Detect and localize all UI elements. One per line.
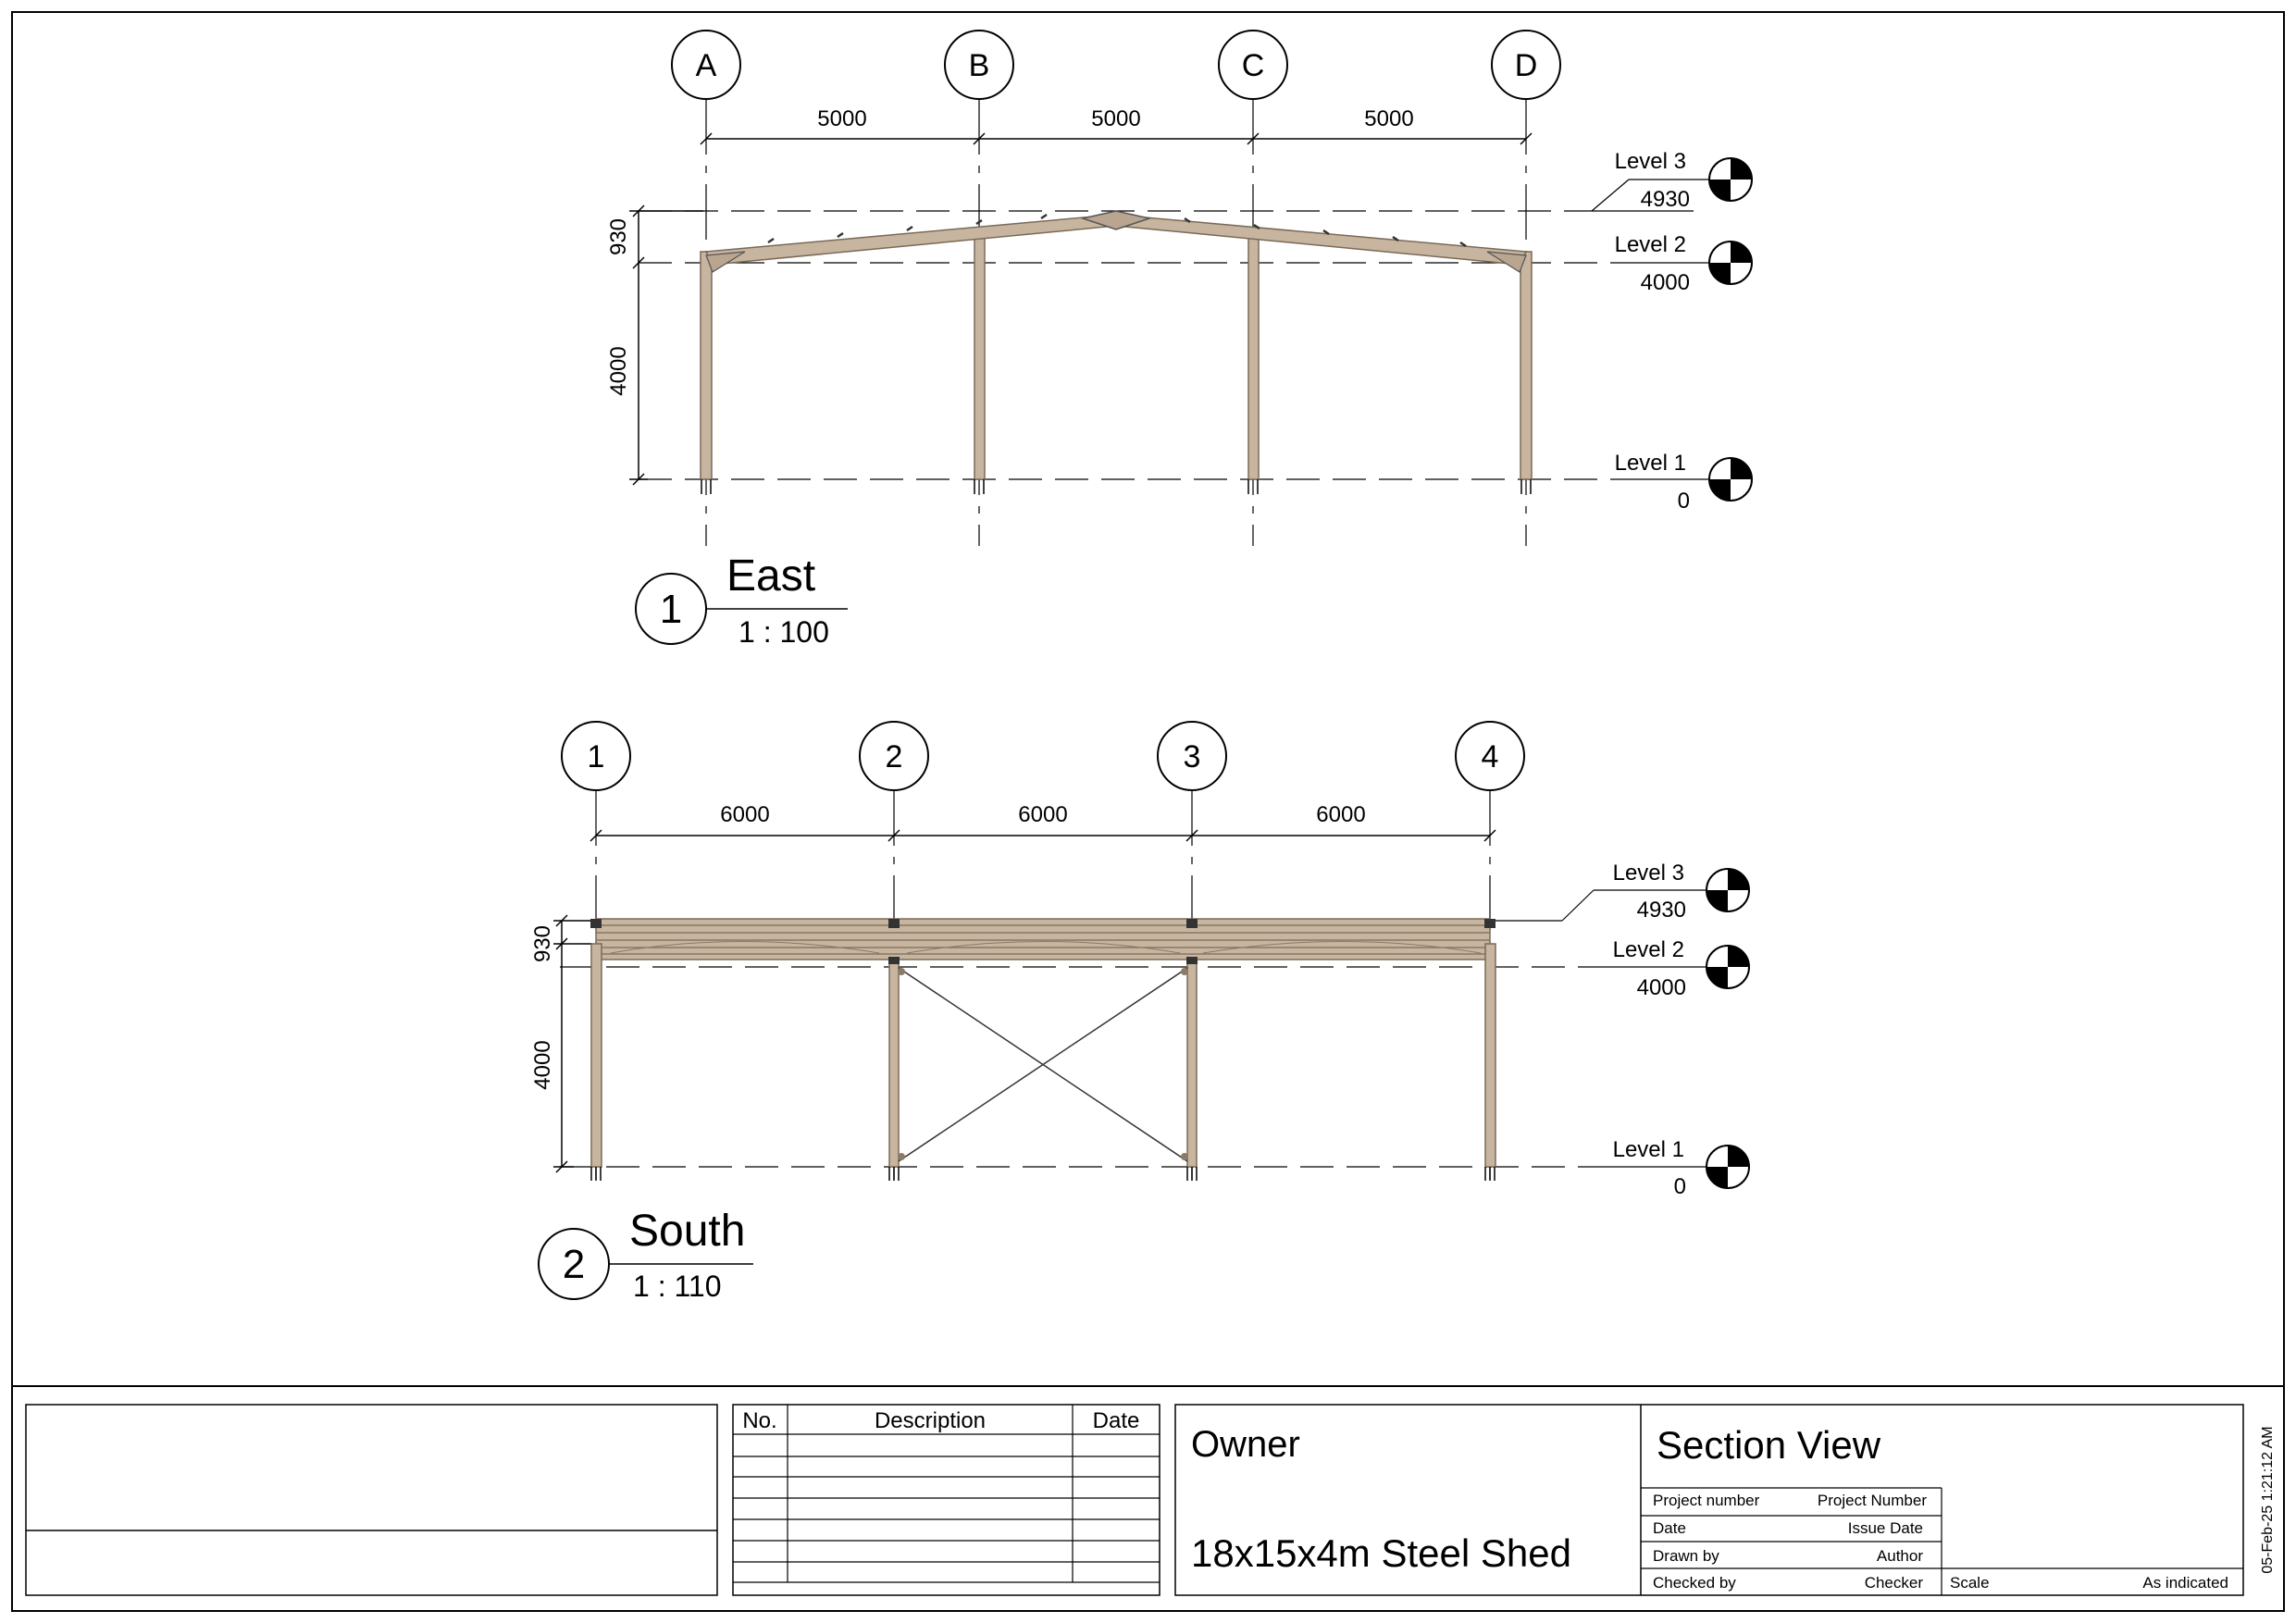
east-view-number: 1: [660, 587, 682, 632]
south-view-number: 2: [563, 1242, 585, 1287]
south-level-3-head: Level 3 4930: [1561, 861, 1750, 923]
title-block: No. Description Date Owner 18x15x4m Stee…: [25, 1404, 2276, 1596]
revision-header-no: No.: [742, 1408, 776, 1433]
south-level-3-name: Level 3: [1613, 861, 1684, 886]
south-level-lines: [560, 920, 1610, 1168]
east-level-2-elev: 4000: [1641, 270, 1690, 295]
south-span-1: 6000: [720, 802, 769, 827]
south-dim-930: 930: [530, 925, 555, 962]
east-view-title: 1 East 1 : 100: [635, 551, 848, 649]
south-level-2-name: Level 2: [1613, 937, 1684, 962]
east-level-3-head: Level 3 4930: [1591, 149, 1753, 212]
field-value-drawn-by: Author: [1877, 1547, 1923, 1565]
south-elevation: 1 2 3 4 6000 6000 6000: [530, 721, 1750, 1303]
east-level-3-elev: 4930: [1641, 187, 1690, 212]
grid-label-d: D: [1515, 48, 1538, 83]
field-label-drawn-by: Drawn by: [1653, 1547, 1719, 1565]
south-height-dimensions: [553, 914, 592, 1173]
revision-table: No. Description Date: [732, 1404, 1160, 1596]
south-dim-4000: 4000: [530, 1040, 555, 1089]
grid-bubble-c: C: [1218, 30, 1288, 100]
grid-label-a: A: [696, 48, 717, 83]
south-span-dimensions: [590, 829, 1496, 842]
south-level-1-name: Level 1: [1613, 1137, 1684, 1162]
field-label-checked-by: Checked by: [1653, 1574, 1736, 1592]
south-grid-lines: [595, 790, 1491, 1180]
grid-label-c: C: [1242, 48, 1265, 83]
owner-name: Owner: [1191, 1424, 1300, 1465]
grid-label-2: 2: [886, 739, 903, 774]
revision-header-description: Description: [875, 1408, 986, 1433]
east-view-scale: 1 : 100: [738, 615, 829, 649]
project-name: 18x15x4m Steel Shed: [1191, 1531, 1571, 1575]
grid-bubble-a: A: [671, 30, 741, 100]
print-timestamp: 05-Feb-25 1:21:12 AM: [2260, 1426, 2276, 1573]
grid-bubble-d: D: [1491, 30, 1561, 100]
grid-label-4: 4: [1482, 739, 1499, 774]
grid-label-1: 1: [588, 739, 605, 774]
sheet-name: Section View: [1657, 1423, 1881, 1467]
east-level-2-name: Level 2: [1615, 232, 1686, 257]
grid-bubble-2: 2: [859, 721, 929, 791]
east-dim-4000: 4000: [606, 346, 631, 395]
east-view-name: East: [726, 551, 815, 601]
scale-value: As indicated: [2142, 1574, 2228, 1592]
east-level-1-name: Level 1: [1615, 451, 1686, 476]
sheet-outer-border: [11, 11, 2285, 1612]
project-box: [1174, 1404, 2244, 1596]
field-label-project-number: Project number: [1653, 1492, 1760, 1509]
field-value-date: Issue Date: [1848, 1519, 1923, 1537]
south-view-name: South: [629, 1207, 745, 1256]
east-level-2-head: Level 2 4000: [1615, 232, 1753, 295]
south-level-2-head: Level 2 4000: [1610, 937, 1750, 1000]
south-span-2: 6000: [1018, 802, 1067, 827]
east-span-2: 5000: [1091, 106, 1140, 131]
field-label-date: Date: [1653, 1519, 1686, 1537]
grid-bubble-1: 1: [561, 721, 631, 791]
east-dim-930: 930: [606, 218, 631, 255]
south-view-title: 2 South 1 : 110: [538, 1207, 753, 1303]
east-height-dimensions: [629, 204, 703, 486]
revision-header-date: Date: [1093, 1408, 1140, 1433]
grid-label-b: B: [969, 48, 990, 83]
east-span-1: 5000: [817, 106, 866, 131]
east-level-1-head: Level 1 0: [1615, 451, 1753, 514]
south-span-3: 6000: [1316, 802, 1365, 827]
south-view-scale: 1 : 110: [633, 1270, 721, 1303]
grid-bubble-3: 3: [1157, 721, 1227, 791]
field-value-checked-by: Checker: [1865, 1574, 1924, 1592]
scale-label: Scale: [1950, 1574, 1990, 1592]
east-level-1-elev: 0: [1678, 489, 1690, 514]
field-value-project-number: Project Number: [1818, 1492, 1927, 1509]
south-steel-frame: [590, 918, 1496, 1181]
south-level-3-elev: 4930: [1637, 898, 1686, 923]
south-level-2-elev: 4000: [1637, 975, 1686, 1000]
east-steel-frame: [700, 210, 1533, 494]
south-level-1-head: Level 1 0: [1610, 1137, 1750, 1199]
grid-bubble-b: B: [944, 30, 1014, 100]
east-elevation: A B C D 5000 5000 5: [606, 30, 1753, 649]
grid-bubble-4: 4: [1455, 721, 1525, 791]
grid-label-3: 3: [1184, 739, 1201, 774]
title-fields-grid: [1641, 1487, 2243, 1595]
east-span-3: 5000: [1364, 106, 1413, 131]
east-level-3-name: Level 3: [1615, 149, 1686, 174]
notes-box: [25, 1404, 718, 1596]
east-span-dimensions: [700, 132, 1533, 145]
south-level-1-elev: 0: [1674, 1174, 1686, 1199]
